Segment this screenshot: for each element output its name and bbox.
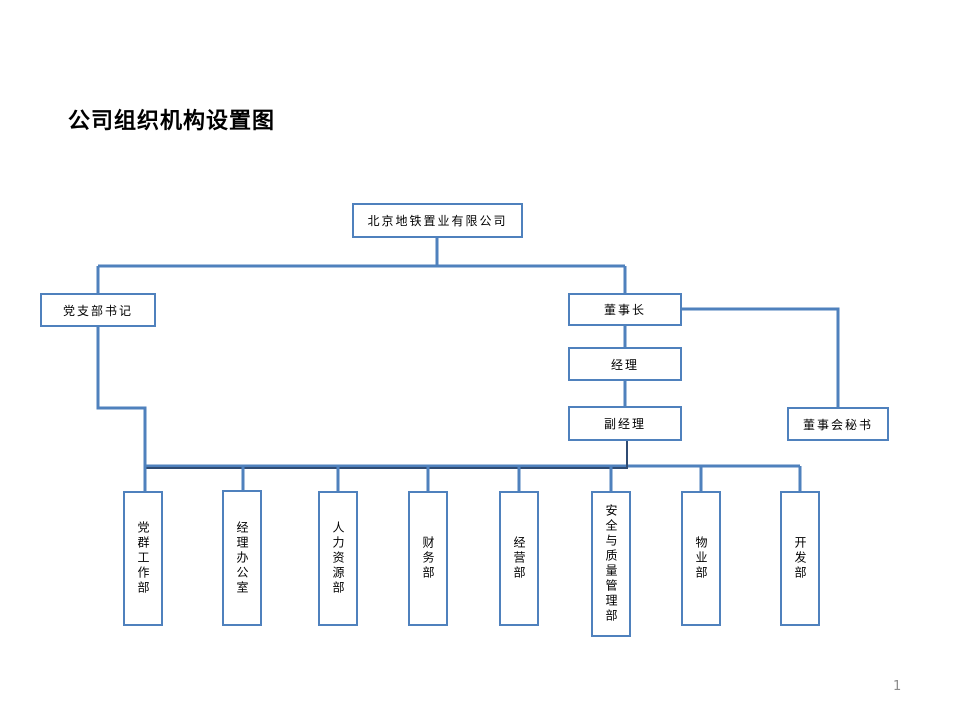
node-manager: 经理: [568, 347, 682, 381]
dept-label: 经营部: [512, 536, 526, 581]
dept-box: 物业部: [681, 491, 721, 626]
dept-label: 物业部: [694, 536, 708, 581]
dept-label: 开发部: [793, 536, 807, 581]
node-deputy-manager: 副经理: [568, 406, 682, 441]
dept-box: 安全与质量管理部: [591, 491, 631, 637]
dept-label: 经理办公室: [235, 520, 249, 596]
dept-box: 财务部: [408, 491, 448, 626]
dept-box: 党群工作部: [123, 491, 163, 626]
dept-box: 经营部: [499, 491, 539, 626]
dept-box: 人力资源部: [318, 491, 358, 626]
node-party-secretary: 党支部书记: [40, 293, 156, 327]
dept-box: 经理办公室: [222, 490, 262, 626]
dept-label: 安全与质量管理部: [604, 504, 618, 624]
line-party-route: [96, 326, 147, 466]
line-chairman-secretary: [681, 307, 840, 408]
node-chairman: 董事长: [568, 293, 682, 326]
node-company: 北京地铁置业有限公司: [352, 203, 523, 238]
dept-label: 人力资源部: [331, 521, 345, 596]
page-number: 1: [893, 679, 902, 694]
dept-label: 财务部: [421, 536, 435, 581]
page-title: 公司组织机构设置图: [68, 109, 276, 134]
node-board-secretary: 董事会秘书: [787, 407, 889, 441]
line-deputy-bus: [145, 440, 628, 469]
dept-label: 党群工作部: [136, 521, 150, 596]
dept-box: 开发部: [780, 491, 820, 626]
